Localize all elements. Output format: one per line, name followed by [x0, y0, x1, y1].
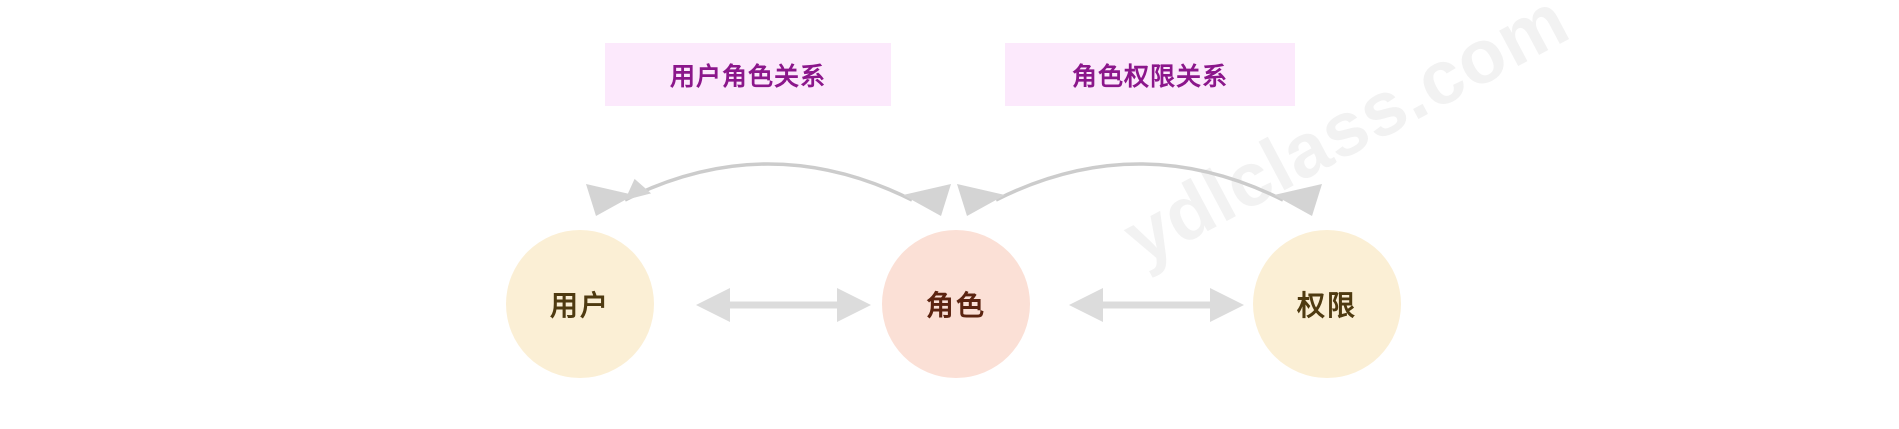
connector-role-permission-straight [1069, 288, 1244, 322]
relation-label-role-permission: 角色权限关系 [1005, 43, 1295, 106]
node-role: 角色 [882, 230, 1030, 378]
node-permission: 权限 [1253, 230, 1401, 378]
connector-role-permission-arc [957, 162, 1322, 216]
connector-user-role-straight [696, 288, 871, 322]
relation-label-user-role: 用户角色关系 [605, 43, 891, 106]
node-user: 用户 [506, 230, 654, 378]
connector-user-role-arc [586, 162, 951, 216]
